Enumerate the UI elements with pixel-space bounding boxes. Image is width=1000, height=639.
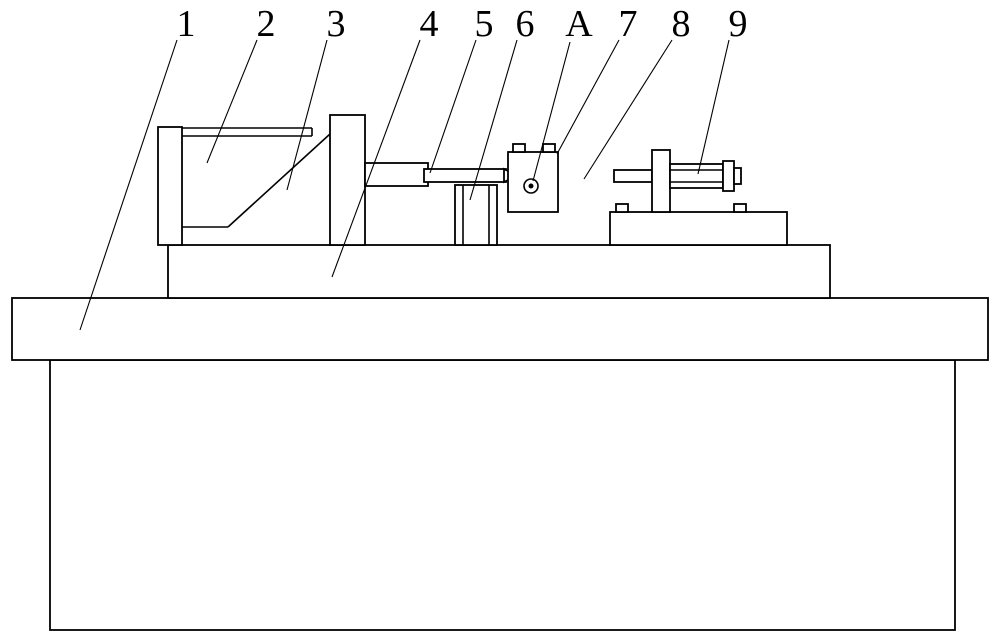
push-rod xyxy=(423,167,521,184)
workbench-body xyxy=(49,359,956,631)
leader-line-8 xyxy=(583,39,673,180)
leader-line-7 xyxy=(556,39,620,155)
rail-body xyxy=(609,211,788,246)
guide-rail-block xyxy=(609,203,788,246)
tailstock-plate xyxy=(651,149,671,213)
tailstock-left-rod xyxy=(613,169,653,183)
leader-line-1 xyxy=(79,39,178,331)
workbench-top-slab xyxy=(11,297,989,361)
workbench xyxy=(11,297,989,631)
part-label-5: 5 xyxy=(475,3,494,45)
clamp-plate-lug-right xyxy=(542,143,556,153)
motor-end-cap xyxy=(157,126,183,246)
part-label-9: 9 xyxy=(729,3,748,45)
drive-motor-assembly xyxy=(157,126,331,246)
feed-arm-body xyxy=(364,162,429,187)
pivot-ring xyxy=(523,178,539,194)
part-label-4: 4 xyxy=(420,3,439,45)
leader-line-2 xyxy=(206,39,258,164)
part-label-6: 6 xyxy=(516,3,535,45)
part-label-7: 7 xyxy=(619,3,638,45)
leader-line-9 xyxy=(697,39,730,175)
feed-arm xyxy=(364,162,429,187)
rail-stop-left xyxy=(615,203,629,213)
clamp-plate-lug-left xyxy=(512,143,526,153)
leader-line-5 xyxy=(429,39,477,174)
base-plate xyxy=(167,244,831,299)
support-block xyxy=(454,184,498,246)
part-label-2: 2 xyxy=(257,3,276,45)
mounting-plate-body xyxy=(329,114,366,246)
tailstock xyxy=(613,149,742,213)
screw-shaft xyxy=(669,163,724,189)
machine-base-plate xyxy=(167,244,831,299)
push-rod-body xyxy=(423,168,507,183)
pivot-center xyxy=(528,183,534,189)
leader-line-6 xyxy=(469,39,518,201)
part-label-3: 3 xyxy=(327,3,346,45)
part-label-8: 8 xyxy=(672,3,691,45)
leader-line-3 xyxy=(286,39,328,191)
screw-tip xyxy=(733,167,742,185)
mounting-plate xyxy=(329,114,366,246)
bracket-diagonal xyxy=(227,133,331,228)
screw-collar xyxy=(722,160,735,192)
leader-line-A xyxy=(532,41,571,182)
part-label-A: A xyxy=(565,3,593,45)
clamp-plate xyxy=(507,143,559,213)
clamp-plate-body xyxy=(507,151,559,213)
part-label-1: 1 xyxy=(177,3,196,45)
rail-stop-right xyxy=(733,203,747,213)
reference-labels: 1 2 3 4 5 6 A 7 8 9 xyxy=(79,3,748,331)
leader-line-4 xyxy=(331,39,421,278)
support-block-body xyxy=(454,184,498,246)
